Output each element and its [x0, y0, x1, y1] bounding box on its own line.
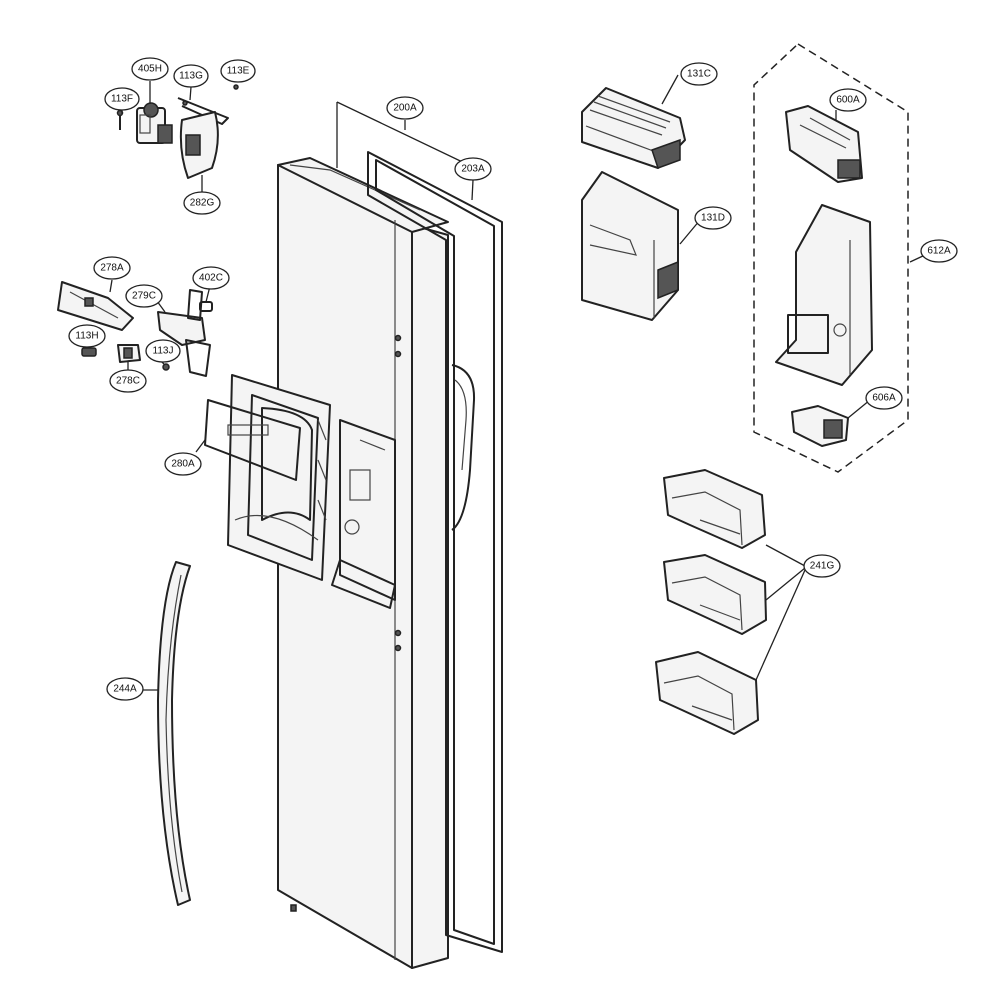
door-bin-2[interactable]	[663, 554, 767, 635]
callout-402C[interactable]: 402C	[192, 266, 230, 290]
svg-text:278A: 278A	[100, 263, 124, 274]
svg-text:279C: 279C	[132, 291, 156, 302]
callout-113G[interactable]: 113G	[173, 64, 209, 88]
flap-282G[interactable]	[179, 111, 219, 179]
ice-bin[interactable]	[581, 171, 679, 321]
svg-text:241G: 241G	[810, 561, 835, 572]
svg-text:282G: 282G	[190, 198, 215, 209]
part-278C[interactable]	[117, 344, 141, 363]
ice-maker-housing[interactable]	[775, 204, 873, 386]
door-bin-3[interactable]	[655, 651, 759, 735]
svg-text:200A: 200A	[393, 103, 417, 114]
callout-131D[interactable]: 131D	[694, 206, 732, 230]
svg-text:280A: 280A	[171, 459, 195, 470]
callout-278A[interactable]: 278A	[93, 256, 131, 280]
dispenser-frame[interactable]	[204, 374, 331, 581]
callout-282G[interactable]: 282G	[183, 191, 221, 215]
callout-113H[interactable]: 113H	[68, 324, 106, 348]
callout-131C[interactable]: 131C	[680, 62, 718, 86]
callout-606A[interactable]: 606A	[865, 386, 903, 410]
svg-text:113J: 113J	[153, 346, 174, 357]
motor-405H[interactable]	[136, 102, 173, 144]
callout-279C[interactable]: 279C	[125, 284, 163, 308]
door-gasket[interactable]	[367, 151, 503, 953]
callout-612A[interactable]: 612A	[920, 239, 958, 263]
svg-text:113F: 113F	[111, 94, 133, 105]
callout-278C[interactable]: 278C	[109, 369, 147, 393]
svg-text:131D: 131D	[701, 213, 725, 224]
spring-113J	[162, 363, 170, 371]
callout-405H[interactable]: 405H	[131, 57, 169, 81]
svg-text:244A: 244A	[113, 684, 137, 695]
dispenser-housing[interactable]	[331, 419, 396, 609]
svg-text:606A: 606A	[872, 393, 896, 404]
cover-278A[interactable]	[57, 281, 134, 331]
callout-203A[interactable]: 203A	[454, 157, 492, 181]
ice-maker-group-outline	[753, 43, 909, 473]
svg-text:113E: 113E	[227, 66, 250, 77]
door-bin-1[interactable]	[663, 469, 766, 549]
callout-200A[interactable]: 200A	[386, 96, 424, 120]
callout-113F[interactable]: 113F	[104, 87, 140, 111]
spring-113H	[81, 347, 97, 357]
door-handle[interactable]	[157, 561, 191, 906]
lever-279C[interactable]	[157, 289, 211, 377]
svg-text:113H: 113H	[75, 331, 98, 342]
callout-113E[interactable]: 113E	[220, 59, 256, 83]
callout-600A[interactable]: 600A	[829, 88, 867, 112]
svg-text:600A: 600A	[836, 95, 860, 106]
door-side-bracket	[451, 364, 476, 531]
callout-113J[interactable]: 113J	[145, 339, 181, 363]
ice-maker-600A[interactable]	[785, 105, 863, 183]
svg-text:612A: 612A	[927, 246, 951, 257]
svg-text:405H: 405H	[138, 64, 162, 75]
screw-113E	[233, 84, 239, 90]
callout-280A[interactable]: 280A	[164, 452, 202, 476]
svg-text:402C: 402C	[199, 273, 223, 284]
callout-244A[interactable]: 244A	[106, 677, 144, 701]
callout-241G[interactable]: 241G	[803, 554, 841, 578]
svg-text:278C: 278C	[116, 376, 140, 387]
svg-text:203A: 203A	[461, 164, 485, 175]
sensor-606A[interactable]	[791, 405, 849, 447]
svg-text:131C: 131C	[687, 69, 711, 80]
ice-bin-cover[interactable]	[581, 87, 686, 169]
leader-lines	[87, 74, 926, 691]
svg-text:113G: 113G	[179, 71, 203, 82]
